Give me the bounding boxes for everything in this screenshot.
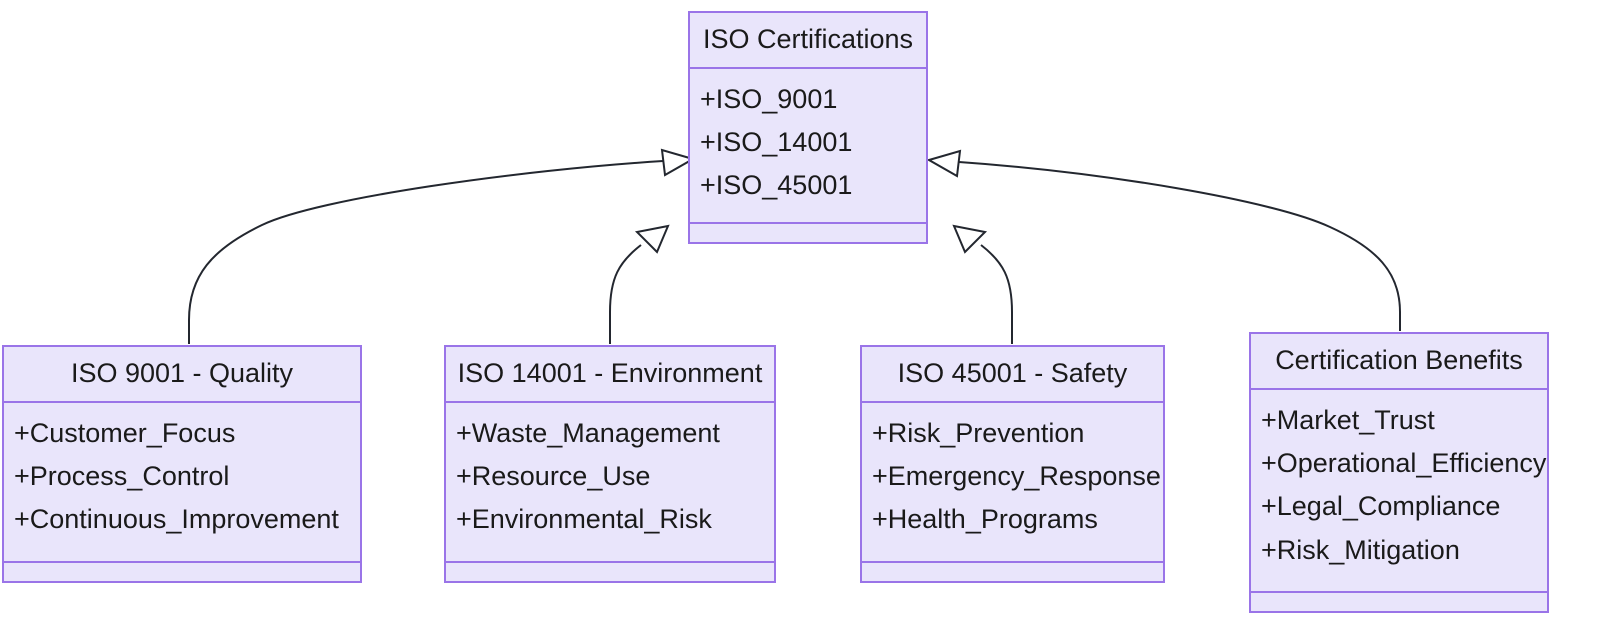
- attribute-row: +Continuous_Improvement: [14, 504, 339, 535]
- attribute-row: +Customer_Focus: [14, 418, 236, 448]
- class-attributes-iso-certifications: +ISO_9001 +ISO_14001 +ISO_45001: [690, 69, 926, 224]
- attribute-row: +ISO_9001: [700, 84, 838, 114]
- class-box-iso-14001-environment[interactable]: ISO 14001 - Environment +Waste_Managemen…: [444, 345, 776, 583]
- class-title-iso-certifications: ISO Certifications: [690, 13, 926, 69]
- class-operations-certification-benefits: [1251, 593, 1547, 611]
- class-box-iso-9001-quality[interactable]: ISO 9001 - Quality +Customer_Focus +Proc…: [2, 345, 362, 583]
- generalization-edge-iso-45001: [980, 244, 1013, 344]
- attribute-row: +ISO_14001: [700, 127, 853, 158]
- attribute-row: +Risk_Prevention: [872, 418, 1085, 448]
- attribute-row: +ISO_45001: [700, 170, 853, 201]
- generalization-arrowhead-iso-45001: [952, 224, 988, 254]
- class-attributes-iso-9001-quality: +Customer_Focus +Process_Control +Contin…: [4, 403, 360, 563]
- class-operations-iso-45001-safety: [862, 563, 1163, 581]
- class-title-iso-45001-safety: ISO 45001 - Safety: [862, 347, 1163, 403]
- attribute-row: +Health_Programs: [872, 504, 1098, 535]
- attribute-row: +Legal_Compliance: [1261, 491, 1501, 522]
- class-operations-iso-certifications: [690, 224, 926, 242]
- class-title-certification-benefits: Certification Benefits: [1251, 334, 1547, 390]
- class-title-iso-14001-environment: ISO 14001 - Environment: [446, 347, 774, 403]
- class-operations-iso-14001-environment: [446, 563, 774, 581]
- attribute-row: +Resource_Use: [456, 461, 651, 492]
- generalization-edge-certification-benefits: [958, 161, 1401, 331]
- attribute-row: +Operational_Efficiency: [1261, 448, 1547, 479]
- class-title-iso-9001-quality: ISO 9001 - Quality: [4, 347, 360, 403]
- class-box-certification-benefits[interactable]: Certification Benefits +Market_Trust +Op…: [1249, 332, 1549, 613]
- generalization-arrowhead-iso-14001: [634, 224, 670, 254]
- class-attributes-iso-14001-environment: +Waste_Management +Resource_Use +Environ…: [446, 403, 774, 563]
- class-box-iso-certifications[interactable]: ISO Certifications +ISO_9001 +ISO_14001 …: [688, 11, 928, 244]
- class-operations-iso-9001-quality: [4, 563, 360, 581]
- attribute-row: +Market_Trust: [1261, 405, 1435, 435]
- generalization-edge-iso-14001: [609, 244, 642, 344]
- attribute-row: +Environmental_Risk: [456, 504, 712, 535]
- generalization-arrowhead-certification-benefits: [926, 149, 962, 178]
- attribute-row: +Waste_Management: [456, 418, 720, 448]
- attribute-row: +Emergency_Response: [872, 461, 1161, 492]
- class-box-iso-45001-safety[interactable]: ISO 45001 - Safety +Risk_Prevention +Eme…: [860, 345, 1165, 583]
- attribute-row: +Process_Control: [14, 461, 230, 492]
- class-attributes-iso-45001-safety: +Risk_Prevention +Emergency_Response +He…: [862, 403, 1163, 563]
- class-attributes-certification-benefits: +Market_Trust +Operational_Efficiency +L…: [1251, 390, 1547, 593]
- attribute-row: +Risk_Mitigation: [1261, 534, 1460, 565]
- generalization-edge-iso-9001: [188, 160, 664, 344]
